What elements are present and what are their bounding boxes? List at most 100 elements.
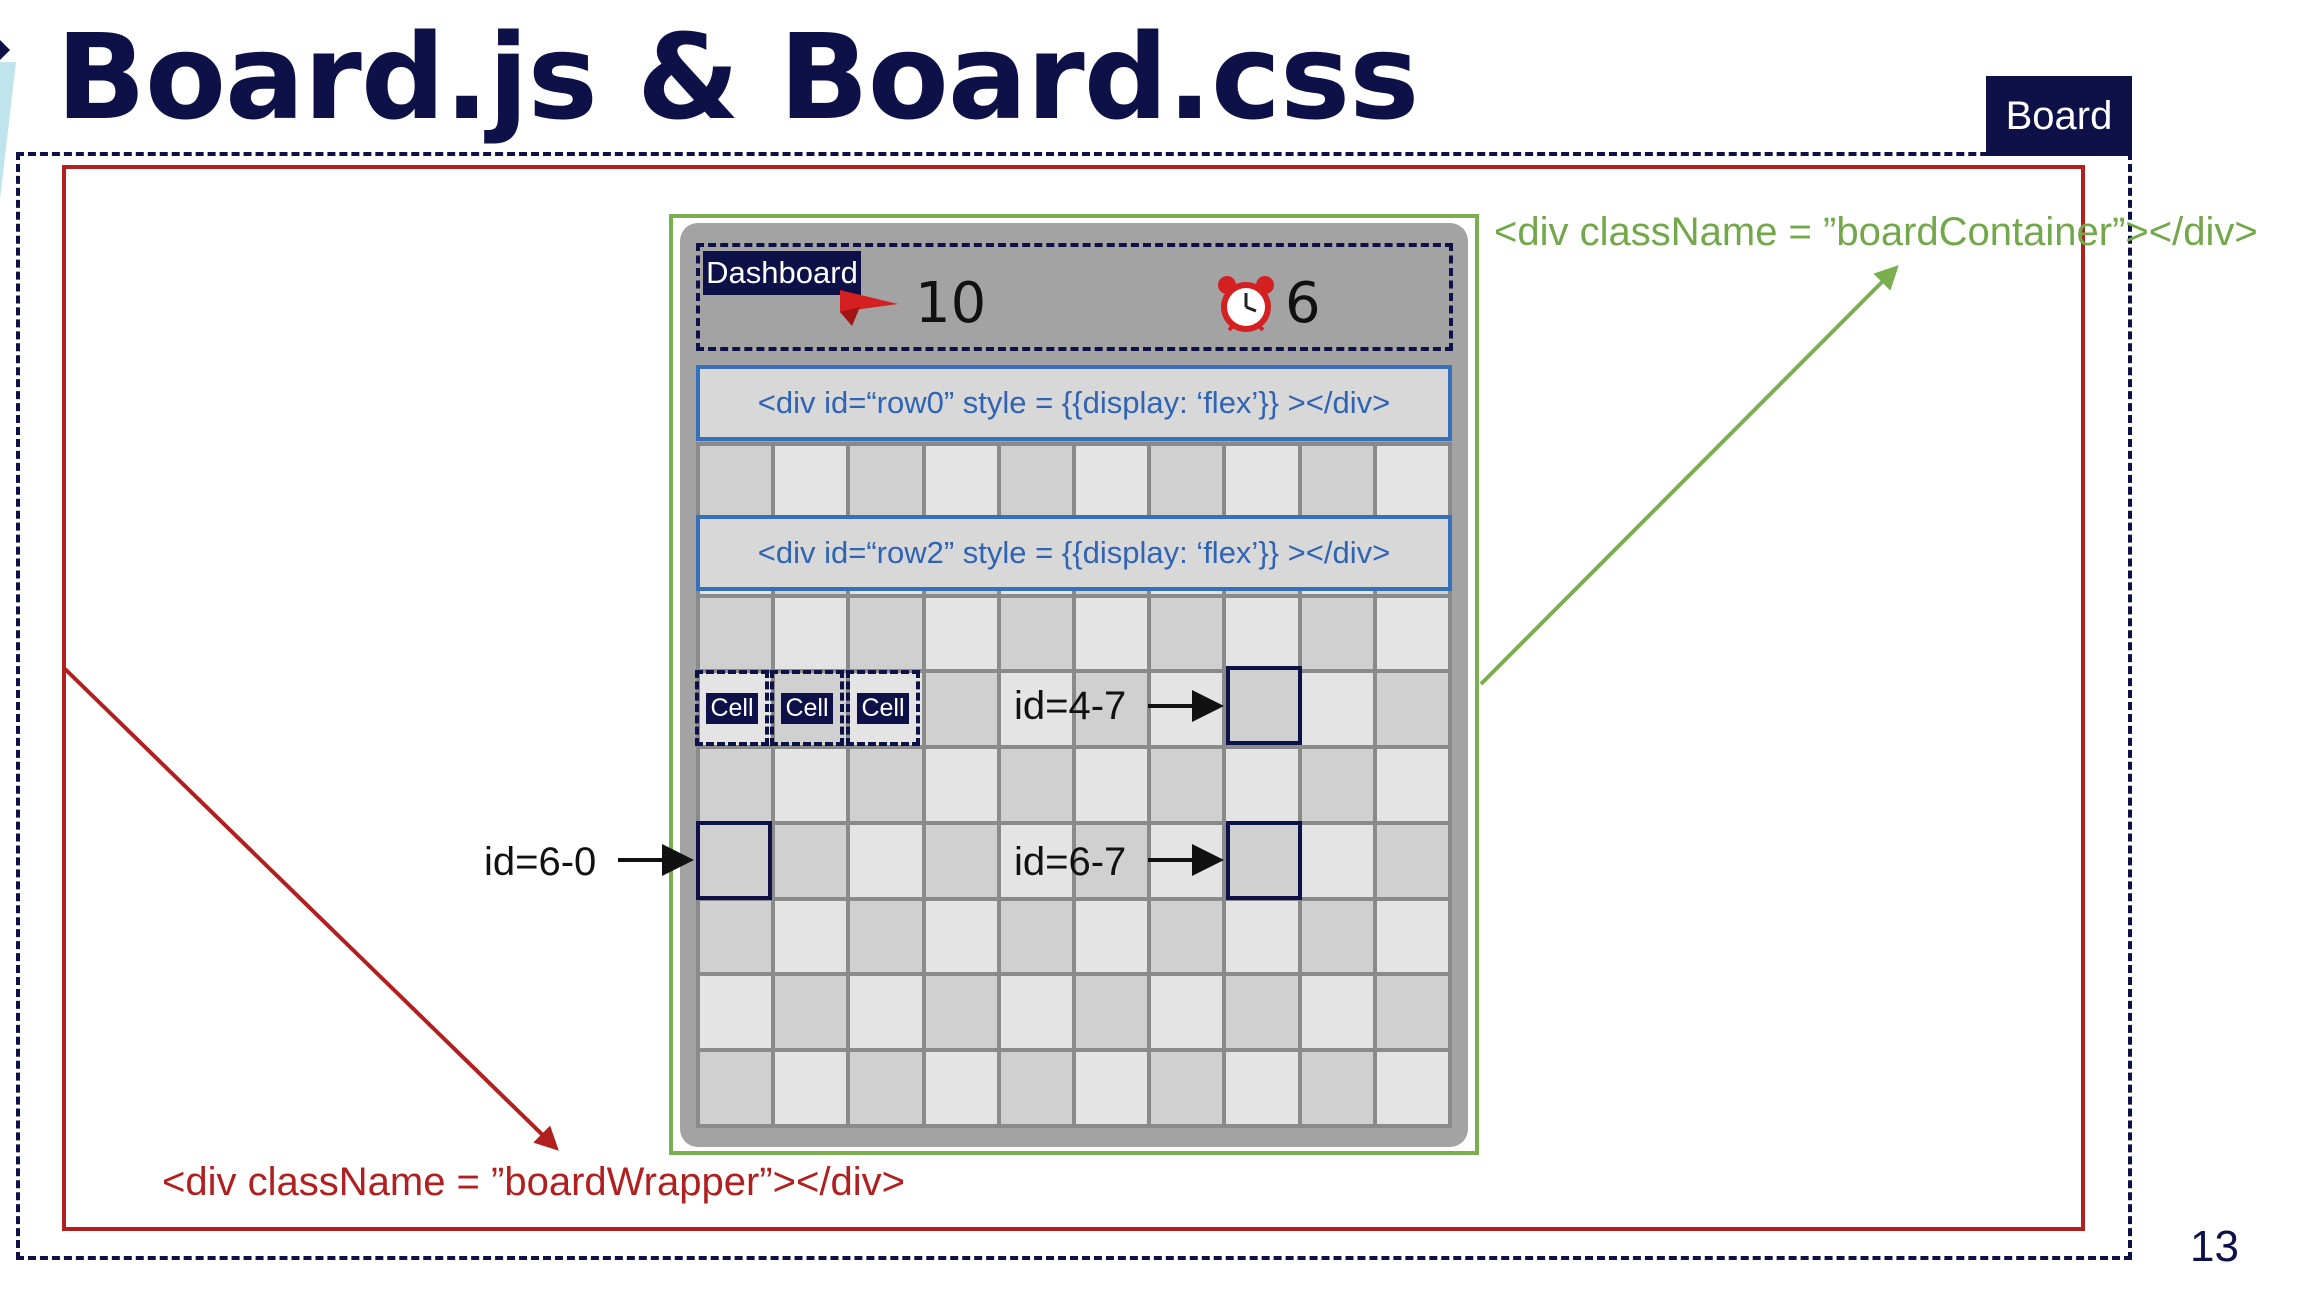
board-cell [1226,900,1298,973]
page-number: 13 [2190,1222,2239,1271]
board-cell [1301,446,1373,518]
board-cell [775,900,847,973]
board-cell [1301,900,1373,973]
board-cell [850,446,922,518]
board-cell [775,824,847,897]
board-cell [1376,900,1448,973]
board-cell [925,824,997,897]
board-cell [850,976,922,1049]
board-cell [775,749,847,821]
cell-tag-label: Cell [706,692,758,724]
board-cell [775,976,847,1049]
board-cell [700,900,772,973]
alarm-clock-icon [1218,276,1274,332]
board-cell [1376,597,1448,670]
board-cell [1075,1052,1148,1124]
board-cell [1151,749,1223,821]
board-cell [1376,673,1448,746]
board-cell [1151,976,1223,1049]
cell-tag: Cell [770,670,844,746]
board-cell [700,976,772,1049]
board-cell [1075,673,1148,746]
board-cell [1151,1052,1223,1124]
board-cell [1226,749,1298,821]
board-cell [925,749,997,821]
board-cell [1000,900,1072,973]
board-cell [850,749,922,821]
board-cell [1000,749,1072,821]
board-cell [1151,446,1223,518]
board-cell [1151,824,1223,897]
board-component-outline [16,152,2132,1260]
page-title: Board.js & Board.css [56,8,1419,146]
flag-count: 10 [915,271,987,336]
board-cell [775,1052,847,1124]
highlighted-cell-6-7 [1226,821,1302,900]
board-cell [1151,673,1223,746]
board-cell [925,673,997,746]
board-cell [1376,976,1448,1049]
board-cell [1226,597,1298,670]
board-cell [1301,824,1373,897]
board-cell [925,446,997,518]
board-cell [775,446,847,518]
board-cell [1000,446,1072,518]
board-cell [1301,1052,1373,1124]
decorative-corner-shape [0,40,16,200]
board-tag: Board [1986,76,2132,156]
board-cell [1376,446,1448,518]
dashboard-tag: Dashboard [703,251,861,295]
board-cell [1301,976,1373,1049]
board-cell [1075,824,1148,897]
board-cell [700,446,772,518]
board-cell [1226,976,1298,1049]
board-cell [1075,976,1148,1049]
board-cell [1376,1052,1448,1124]
board-cell [1075,597,1148,670]
row2-label: <div id=“row2” style = {{display: ‘flex’… [696,515,1452,591]
board-cell [700,1052,772,1124]
board-cell [1000,824,1072,897]
board-cell [925,1052,997,1124]
dashboard-box [696,243,1453,351]
board-cell [1075,749,1148,821]
board-cell [1151,597,1223,670]
board-cell [1075,446,1148,518]
board-cell [1000,976,1072,1049]
board-wrapper-label: <div className = ”boardWrapper”></div> [162,1160,905,1204]
board-cell [1000,673,1072,746]
board-cell [1075,900,1148,973]
board-cell [925,976,997,1049]
board-cell [850,824,922,897]
board-cell [850,597,922,670]
board-container-label: <div className = ”boardContainer”></div> [1494,210,2258,254]
board-cell [700,749,772,821]
row0-label: <div id=“row0” style = {{display: ‘flex’… [696,365,1452,441]
board-cell [1226,446,1298,518]
id-label-6-0: id=6-0 [484,840,597,884]
board-cell [1000,1052,1072,1124]
board-cell [925,597,997,670]
board-cell [1301,749,1373,821]
cell-tag: Cell [846,670,920,746]
board-cell [1301,597,1373,670]
highlighted-cell-6-0 [696,821,772,900]
board-cell [1376,749,1448,821]
cell-tag-label: Cell [781,692,833,724]
id-label-4-7: id=4-7 [1014,684,1127,728]
board-cell [700,597,772,670]
board-cell [1151,900,1223,973]
board-cell [1376,824,1448,897]
board-cell [1301,673,1373,746]
cell-tag-label: Cell [857,692,909,724]
id-label-6-7: id=6-7 [1014,840,1127,884]
timer-count: 6 [1285,271,1321,336]
board-cell [775,597,847,670]
cell-tag: Cell [695,670,769,746]
board-cell [925,900,997,973]
board-cell [850,900,922,973]
highlighted-cell-4-7 [1226,666,1302,745]
board-cell [1000,597,1072,670]
flag-icon [840,290,898,326]
board-cell [1226,1052,1298,1124]
